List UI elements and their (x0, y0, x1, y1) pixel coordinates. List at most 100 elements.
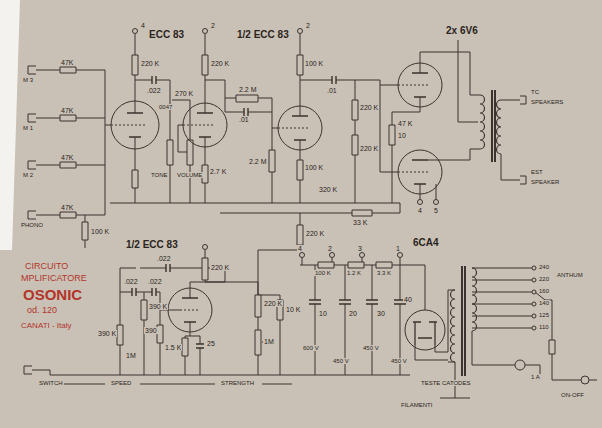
component-label: 100 K (304, 60, 324, 67)
terminal-dot (133, 29, 590, 385)
tube-electrode (127, 73, 437, 345)
component-label: ON-OFF (560, 392, 585, 398)
component-label: .022 (156, 255, 172, 262)
tube-grid (111, 85, 430, 310)
component-label: 160 (538, 288, 550, 294)
transformer-core (462, 90, 495, 376)
component-label: 220 K (305, 230, 325, 237)
tube-envelope (405, 310, 445, 350)
component-label: 30 (376, 310, 386, 317)
component-label: 220 K (359, 104, 379, 111)
component-label: 125 (538, 312, 550, 318)
component-label: 0047 (158, 104, 173, 110)
component-label: 100 K (304, 164, 324, 171)
terminal-dot (298, 29, 303, 34)
component-label: .022 (146, 87, 162, 94)
component-label: 220 K (359, 145, 379, 152)
title-text: CANATI - Italy (20, 322, 73, 330)
component-label: STRENGTH (220, 380, 255, 386)
component-label: TESTE CATODES (420, 380, 471, 386)
component-label: 47K (60, 107, 74, 114)
component-label: .022 (147, 278, 163, 285)
component-label: .022 (123, 278, 139, 285)
component-label: 220 K (210, 60, 230, 67)
component-label: 450 V (362, 345, 380, 351)
component-label: 4 (417, 207, 423, 214)
terminal-dot (532, 278, 536, 282)
tube-type: 1/2 ECC 83 (236, 30, 290, 40)
component-label: 2 (210, 22, 216, 29)
component-label: 4 (140, 22, 146, 29)
title-text: MPLIFICATORE (20, 274, 88, 283)
terminal-dot (532, 266, 536, 270)
component-label: 5 (433, 207, 439, 214)
component-label: 100 K (90, 228, 110, 235)
component-label: 20 (348, 310, 358, 317)
component-label: 220 K (210, 264, 230, 271)
mains-switch (581, 376, 589, 384)
component-label: 1.2 K (346, 270, 362, 276)
tube-type: 2x 6V6 (445, 26, 479, 36)
component-label: 1M (125, 352, 137, 359)
component-label: 2 (305, 22, 311, 29)
terminal-dot (360, 253, 365, 258)
component-label: 33 K (352, 219, 368, 226)
component-label: 25 (206, 340, 216, 347)
component-label: 10 (318, 310, 328, 317)
component-label: TC (530, 89, 540, 95)
component-label: 47K (60, 59, 74, 66)
terminal-dot (532, 290, 536, 294)
component-label: 390 (144, 327, 158, 334)
component-label: ANTHUM (556, 272, 584, 278)
component-label: 10 K (285, 306, 301, 313)
component-label: 390 K (148, 303, 168, 310)
component-label: 140 (538, 300, 550, 306)
component-label: PHONO (20, 222, 44, 228)
component-label: 450 V (390, 358, 408, 364)
component-label: 600 V (302, 345, 320, 351)
component-label: 47K (60, 204, 74, 211)
component-label: 10 (397, 132, 407, 139)
component-label: 2.2 M (238, 86, 258, 93)
component-label: 47K (60, 154, 74, 161)
component-label: 220 K (263, 300, 283, 307)
component-label: 2 (327, 245, 333, 252)
component-label: SPEAKERS (530, 99, 564, 105)
component-label: M 2 (22, 172, 34, 178)
jack-symbol (24, 66, 526, 374)
component-label: 270 K (174, 90, 194, 97)
component-label: SWITCH (38, 380, 64, 386)
component-label: .01 (238, 116, 250, 123)
component-label: TONE (150, 172, 169, 178)
terminal-dot (532, 302, 536, 306)
component-label: 1 A (530, 374, 541, 380)
photo-margin (0, 0, 20, 250)
terminal-dot (133, 29, 138, 34)
component-label: M 1 (22, 125, 34, 131)
component-label: 240 (538, 264, 550, 270)
capacitor-symbol (132, 76, 406, 348)
terminal-dot (418, 200, 423, 205)
terminal-dot (532, 326, 536, 330)
title-text: CIRCUITO (24, 262, 69, 271)
pilot-lamp (515, 360, 525, 370)
component-label: SPEAKER (530, 179, 560, 185)
component-label: 4 (297, 245, 303, 252)
component-label: FILAMENTI (400, 402, 433, 408)
component-label: 3 (357, 245, 363, 252)
component-label: 390 K (97, 330, 117, 337)
component-label: 450 V (332, 358, 350, 364)
resistor-symbol (60, 55, 555, 356)
component-label: 1.5 K (164, 344, 182, 351)
terminal-dot (330, 253, 335, 258)
tube-type: ECC 83 (148, 30, 185, 40)
component-label: 1M (263, 338, 275, 345)
component-label: 1 (395, 245, 401, 252)
terminal-dot (434, 200, 439, 205)
component-label: 220 (538, 276, 550, 282)
component-label: 40 (403, 296, 413, 303)
terminal-dot (398, 253, 403, 258)
